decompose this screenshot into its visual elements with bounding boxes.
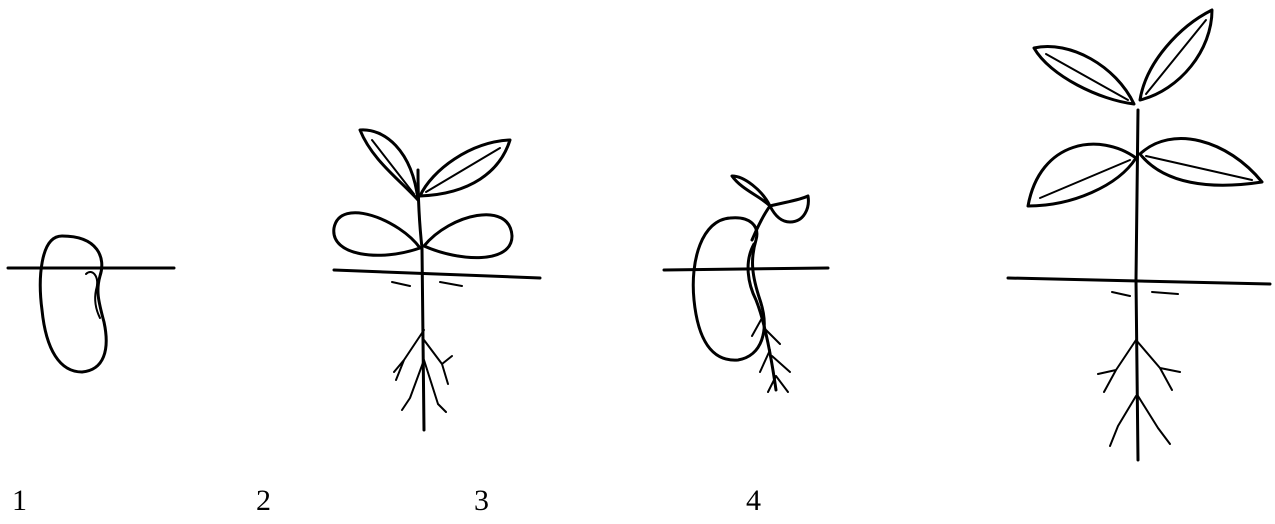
stage-label-1: 1 [12,486,27,516]
soil-line-4 [1008,278,1270,284]
stage-1-seed [8,236,174,372]
soil-line-3 [664,268,828,270]
shoot-3 [732,176,808,240]
cotyledon-right [424,215,512,258]
stage-label-2: 2 [256,486,271,516]
stem-2 [418,170,424,430]
stage-2-seedling [334,130,540,430]
stem-4 [1136,110,1138,460]
soil-line-2 [334,270,540,278]
leaf-vein-mid-right [1146,156,1252,180]
roots-2 [392,282,462,412]
cotyledon-left [334,213,420,256]
leaf-vein-left-2 [372,140,414,194]
stage-label-3: 3 [474,486,489,516]
stage-4-plant [1008,10,1270,460]
stage-3-germinating-seed [664,176,828,392]
stage-label-4: 4 [746,486,761,516]
